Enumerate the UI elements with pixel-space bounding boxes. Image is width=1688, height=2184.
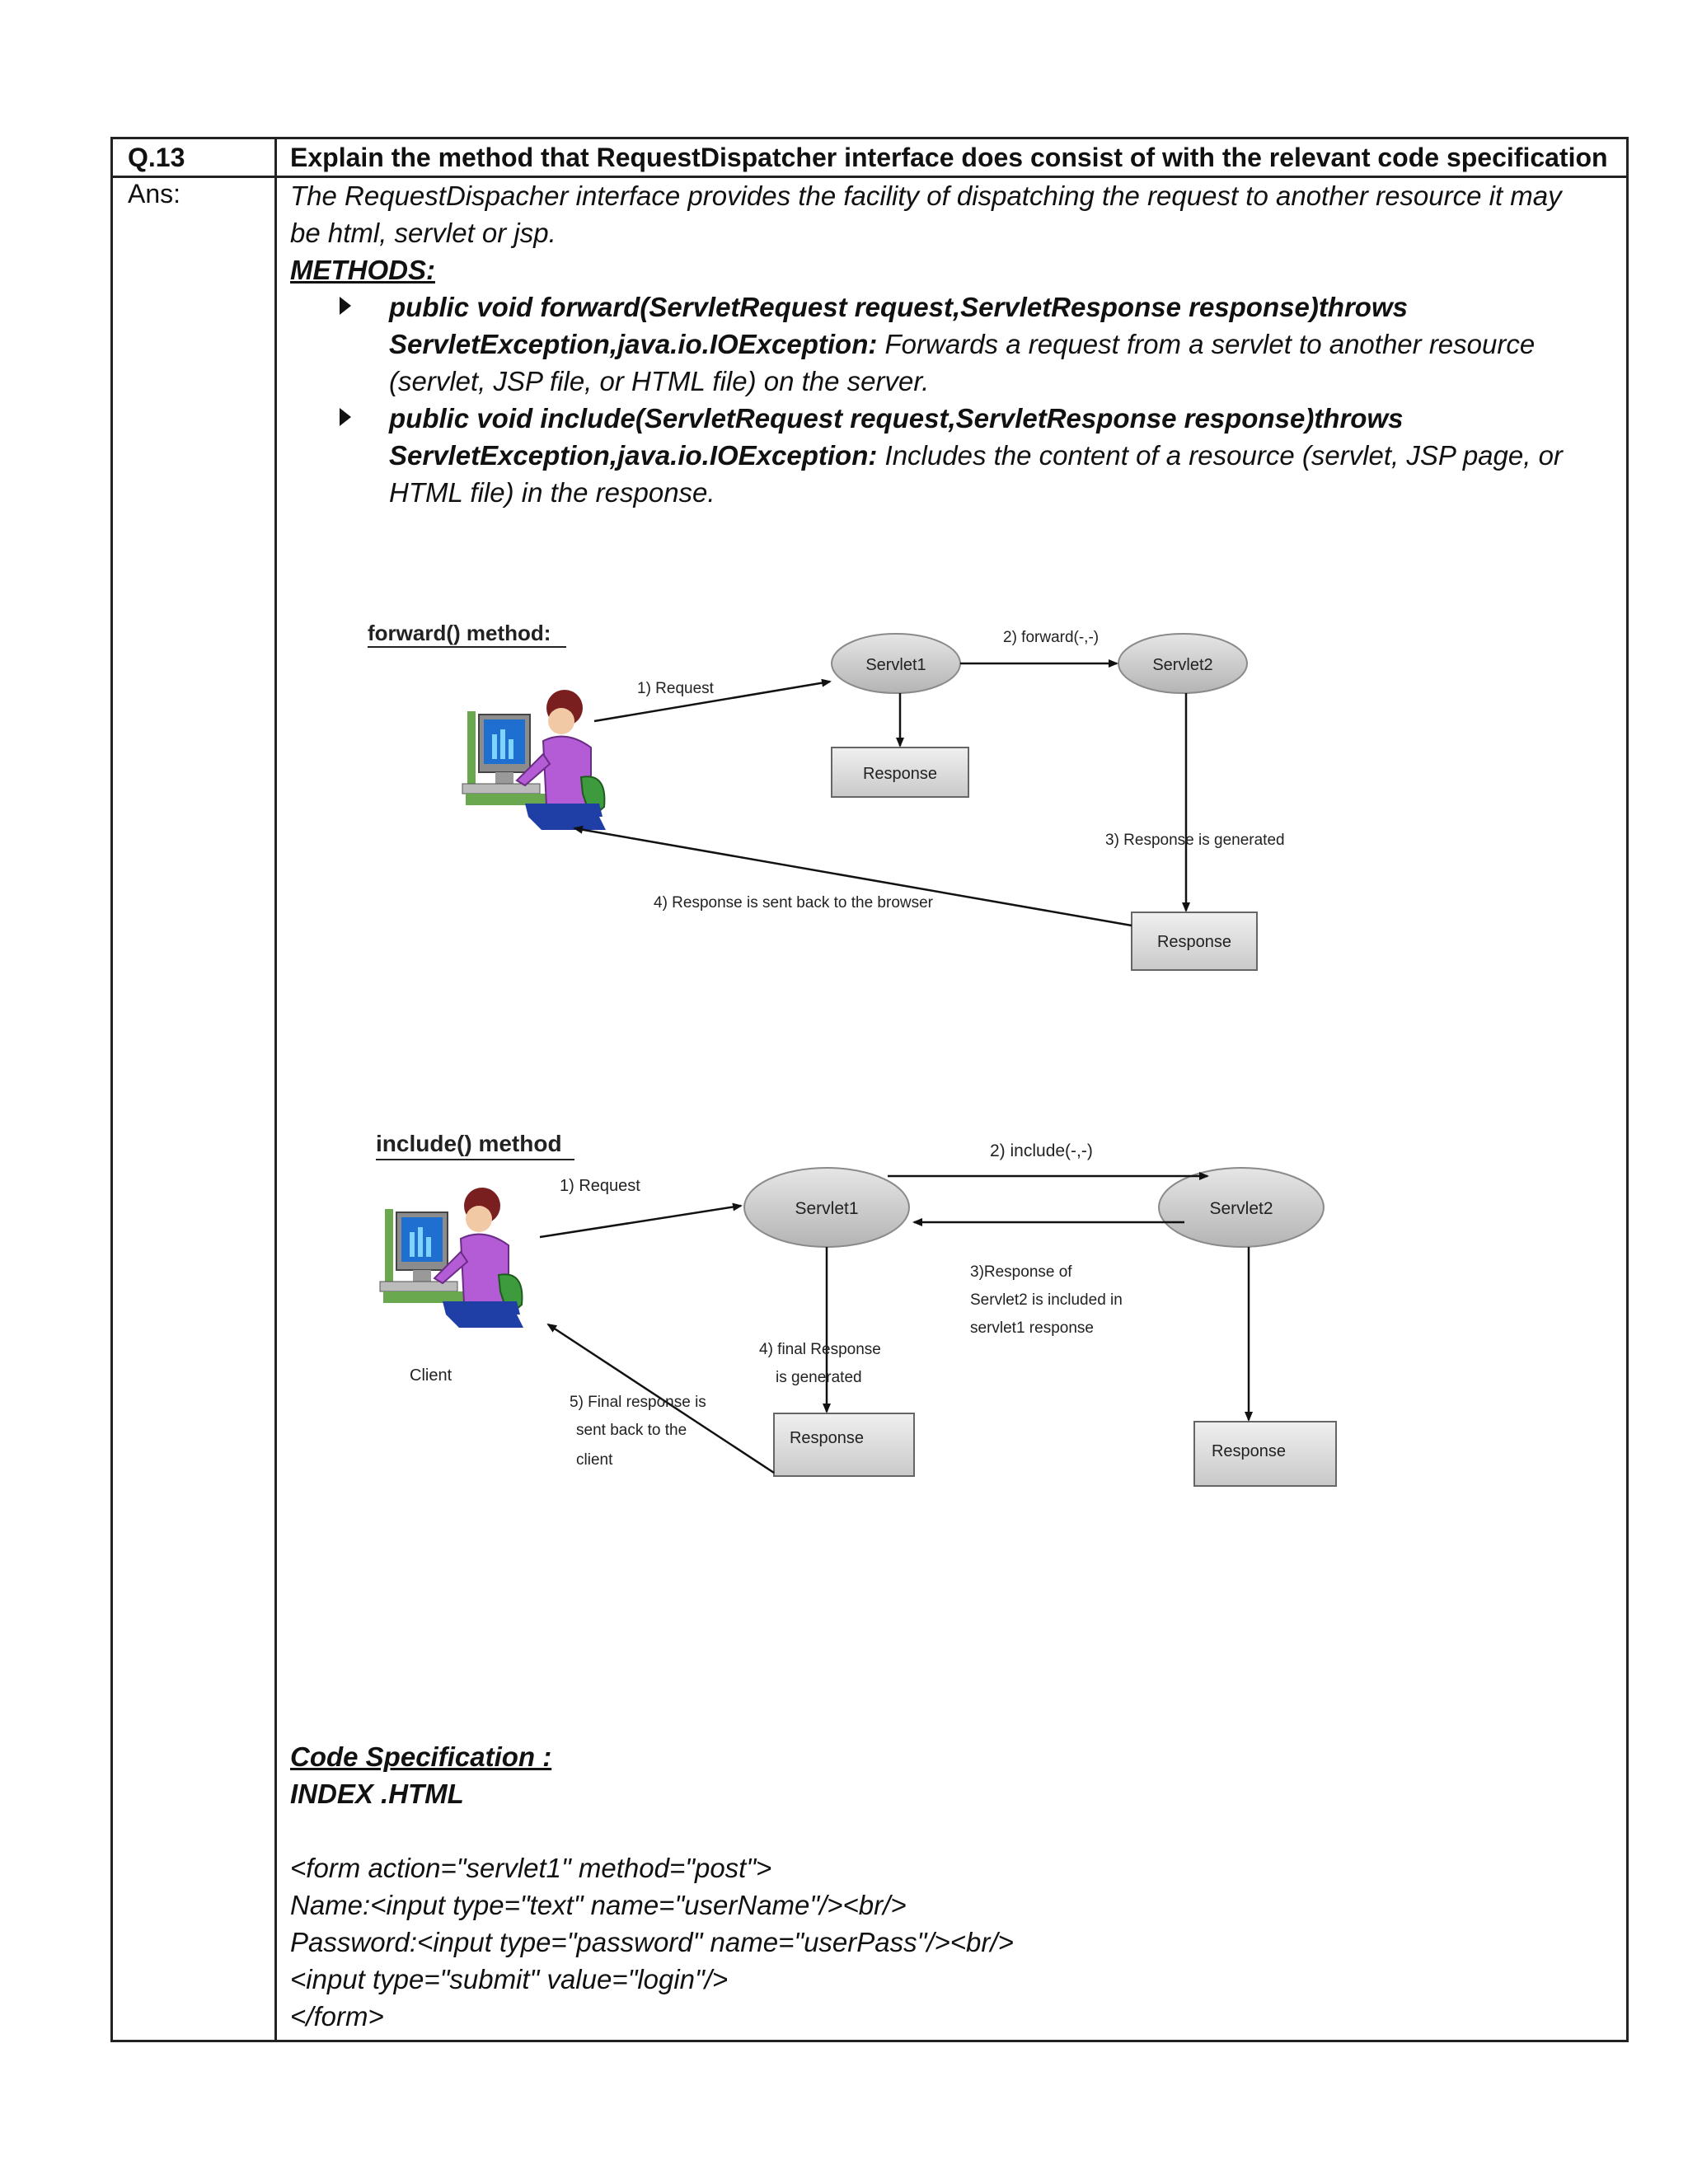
include-response2-label: Response <box>1212 1442 1286 1460</box>
forward-response2-label: Response <box>1157 933 1231 951</box>
forward-step3-label: 3) Response is generated <box>1105 832 1285 849</box>
code-line: Name:<input type="text" name="userName"/… <box>290 1886 1014 1924</box>
code-line: Password:<input type="password" name="us… <box>290 1924 1014 1961</box>
include-servlet1-label: Servlet1 <box>795 1199 858 1218</box>
forward-servlet2-label: Servlet2 <box>1152 656 1212 674</box>
code-spec-heading: Code Specification : <box>290 1738 1014 1775</box>
include-servlet2-label: Servlet2 <box>1209 1199 1273 1218</box>
code-line: <form action="servlet1" method="post"> <box>290 1849 1014 1886</box>
include-client-figure <box>380 1188 523 1328</box>
include-step5-label: sent back to the <box>576 1422 687 1439</box>
include-step3-label: 3)Response of <box>970 1263 1072 1281</box>
forward-step1-label: 1) Request <box>637 680 715 697</box>
forward-client-figure <box>462 690 606 830</box>
include-request-arrow <box>540 1206 741 1237</box>
code-line: <input type="submit" value="login"/> <box>290 1961 1014 1998</box>
code-file-name: INDEX .HTML <box>290 1775 1014 1812</box>
include-step1-label: 1) Request <box>560 1177 640 1195</box>
question-table: Q.13 Explain the method that RequestDisp… <box>110 137 1629 2042</box>
code-specification: Code Specification : INDEX .HTML <form a… <box>290 1738 1014 2035</box>
include-step3-label: Servlet2 is included in <box>970 1291 1123 1309</box>
include-step3-label: servlet1 response <box>970 1319 1094 1337</box>
include-step2-label: 2) include(-,-) <box>990 1141 1093 1160</box>
include-client-label: Client <box>410 1366 452 1385</box>
forward-step2-label: 2) forward(-,-) <box>1003 629 1099 646</box>
include-diagram-title: include() method <box>376 1131 562 1156</box>
include-step5-label: 5) Final response is <box>570 1394 706 1411</box>
forward-step4-label: 4) Response is sent back to the browser <box>654 894 934 912</box>
include-response1-label: Response <box>790 1429 864 1447</box>
include-step5-label: client <box>576 1451 613 1469</box>
forward-servlet1-label: Servlet1 <box>865 656 926 674</box>
include-step4-label: 4) final Response <box>759 1341 881 1358</box>
forward-diagram-title: forward() method: <box>368 621 551 645</box>
code-line: </form> <box>290 1998 1014 2035</box>
include-step4-label: is generated <box>776 1369 862 1386</box>
forward-response1-label: Response <box>863 765 937 783</box>
